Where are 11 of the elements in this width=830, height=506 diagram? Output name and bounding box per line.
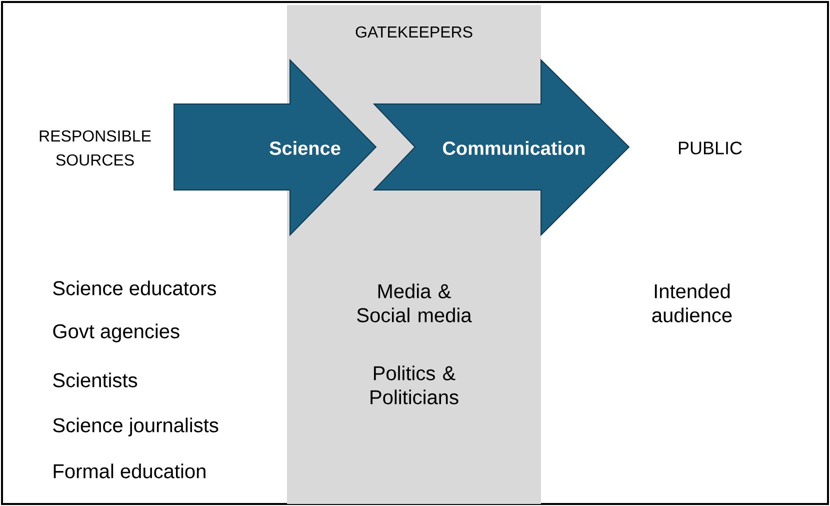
column-heading: GATEKEEPERS: [356, 26, 472, 38]
list-item: Govt agencies: [53, 324, 180, 342]
band-item: Politics & Politicians: [370, 366, 458, 404]
band-item: Media & Social media: [357, 284, 472, 322]
list-item: Science educators: [53, 280, 216, 296]
audience-label: Intended audience: [652, 284, 732, 322]
side-label: RESPONSIBLE SOURCES: [40, 130, 151, 166]
list-item: Formal education: [54, 464, 206, 478]
list-item: Science journalists: [53, 418, 218, 436]
side-label: PUBLIC: [678, 142, 742, 154]
list-item: Scientists: [53, 372, 138, 388]
